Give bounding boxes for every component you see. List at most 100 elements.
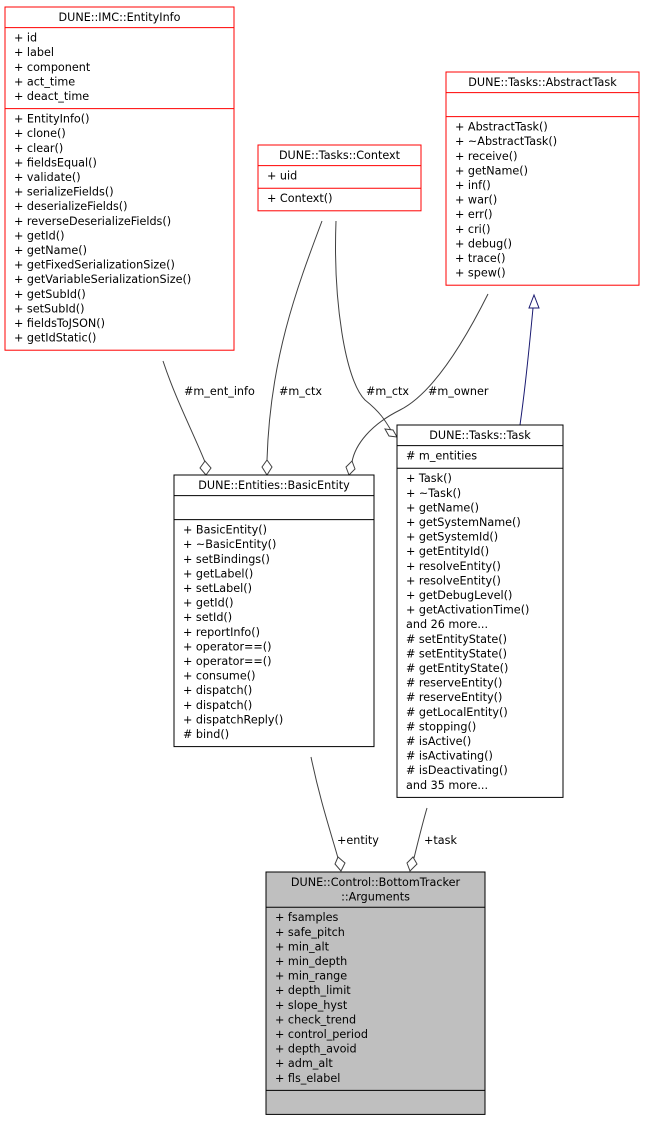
class-node-basic-entity[interactable]: DUNE::Entities::BasicEntity+ BasicEntity… — [173, 474, 375, 748]
class-attribute: + label — [14, 46, 54, 59]
class-method: + getIdStatic() — [14, 332, 96, 345]
class-method: + clear() — [14, 142, 63, 155]
class-node-task[interactable]: DUNE::Tasks::Task# m_entities+ Task()+ ~… — [396, 424, 564, 798]
class-method: + getName() — [455, 164, 528, 177]
class-method: + getActivationTime() — [406, 604, 529, 617]
class-method: + setSubId() — [14, 302, 84, 315]
class-title: DUNE::Tasks::Task — [429, 429, 531, 442]
class-box — [173, 474, 375, 748]
class-method: + Context() — [267, 192, 333, 205]
class-method: + receive() — [455, 150, 518, 163]
class-attribute: + safe_pitch — [275, 926, 345, 939]
class-method: + reportInfo() — [183, 626, 260, 639]
class-title: DUNE::Tasks::Context — [279, 149, 401, 162]
class-attribute: + adm_alt — [275, 1057, 333, 1070]
class-title: DUNE::Control::BottomTracker — [291, 876, 461, 889]
class-attribute: + control_period — [275, 1028, 368, 1041]
class-method: # getLocalEntity() — [406, 706, 508, 719]
class-method: # getEntityState() — [406, 662, 508, 675]
class-method: + dispatch() — [183, 684, 252, 697]
class-method: + setId() — [183, 611, 232, 624]
class-title: DUNE::IMC::EntityInfo — [59, 11, 181, 24]
class-method: + getVariableSerializationSize() — [14, 273, 191, 286]
class-method: + fieldsEqual() — [14, 156, 97, 169]
class-attribute: + uid — [267, 170, 297, 183]
aggregation-diamond — [406, 856, 418, 872]
class-method: + spew() — [455, 267, 506, 280]
class-method: + getFixedSerializationSize() — [14, 259, 175, 272]
edge-inheritance — [519, 307, 534, 426]
class-method: # setEntityState() — [406, 633, 507, 646]
class-method: # reserveEntity() — [406, 677, 502, 690]
edge-m-ent-info — [162, 360, 206, 463]
class-method: + getLabel() — [183, 567, 253, 580]
class-attribute: + fls_elabel — [275, 1072, 340, 1085]
class-attribute: + slope_hyst — [275, 999, 348, 1012]
edge-label-m-owner: #m_owner — [428, 385, 489, 398]
class-method: + resolveEntity() — [406, 560, 501, 573]
inheritance-arrow — [528, 293, 540, 309]
class-method: + ~AbstractTask() — [455, 135, 557, 148]
aggregation-diamond — [345, 460, 356, 476]
class-method: # bind() — [183, 728, 229, 741]
class-attribute: + component — [14, 61, 91, 74]
class-method: + trace() — [455, 252, 506, 265]
class-node-abstract-task[interactable]: DUNE::Tasks::AbstractTask+ AbstractTask(… — [445, 71, 640, 286]
class-method: and 35 more... — [406, 779, 488, 792]
class-box — [396, 424, 564, 798]
class-attribute: + depth_limit — [275, 984, 351, 997]
class-method: # setEntityState() — [406, 647, 507, 660]
class-attribute: + min_range — [275, 970, 347, 983]
edge-label-task: +task — [424, 834, 457, 847]
aggregation-diamond — [384, 428, 398, 438]
class-method: + getName() — [14, 244, 87, 257]
class-method: + getName() — [406, 501, 479, 514]
class-method: + setBindings() — [183, 553, 270, 566]
class-box — [445, 71, 640, 286]
nodes-layer: DUNE::IMC::EntityInfo+ id+ label+ compon… — [4, 6, 640, 1115]
edge-entity — [310, 756, 339, 859]
class-title: DUNE::Entities::BasicEntity — [198, 479, 350, 492]
class-method: + ~BasicEntity() — [183, 538, 276, 551]
class-title: DUNE::Tasks::AbstractTask — [468, 76, 617, 89]
class-node-entity-info[interactable]: DUNE::IMC::EntityInfo+ id+ label+ compon… — [4, 6, 235, 351]
class-node-context[interactable]: DUNE::Tasks::Context+ uid+ Context() — [257, 144, 422, 212]
class-method: # isActivating() — [406, 750, 493, 763]
class-method: + consume() — [183, 670, 255, 683]
aggregation-diamond — [334, 856, 346, 872]
class-attribute: + act_time — [14, 75, 75, 88]
class-box — [4, 6, 235, 351]
class-title: ::Arguments — [341, 891, 410, 904]
class-method: + dispatch() — [183, 699, 252, 712]
edge-label-m-ctx-task: #m_ctx — [366, 385, 409, 398]
class-method: + validate() — [14, 171, 81, 184]
class-method: # reserveEntity() — [406, 691, 502, 704]
class-method: + operator==() — [183, 640, 272, 653]
edge-label-m-ctx-basic: #m_ctx — [279, 385, 322, 398]
class-method: + clone() — [14, 127, 66, 140]
class-method: + operator==() — [183, 655, 272, 668]
class-method: + inf() — [455, 179, 491, 192]
edge-m-ctx-basic — [266, 220, 323, 461]
edge-m-owner — [351, 293, 489, 463]
class-method: + getSubId() — [14, 288, 86, 301]
class-method: + getId() — [183, 597, 233, 610]
edge-m-ctx-task — [335, 220, 393, 433]
edge-label-entity: +entity — [337, 834, 379, 847]
class-attribute: + depth_avoid — [275, 1043, 357, 1056]
class-node-arguments[interactable]: DUNE::Control::BottomTracker::Arguments+… — [265, 871, 486, 1115]
class-method: + BasicEntity() — [183, 524, 267, 537]
aggregation-diamond — [199, 460, 212, 476]
edge-label-m-ent-info: #m_ent_info — [184, 385, 255, 398]
class-attribute: + deact_time — [14, 90, 89, 103]
edges-layer: #m_ent_info #m_ctx #m_ctx #m_owner +enti… — [162, 220, 540, 872]
class-attribute: # m_entities — [406, 450, 477, 463]
class-method: + getId() — [14, 229, 64, 242]
class-method: + Task() — [406, 472, 452, 485]
class-method: + EntityInfo() — [14, 113, 90, 126]
class-method: + resolveEntity() — [406, 574, 501, 587]
class-attribute: + check_trend — [275, 1013, 356, 1026]
class-method: + deserializeFields() — [14, 200, 128, 213]
class-method: + err() — [455, 208, 493, 221]
